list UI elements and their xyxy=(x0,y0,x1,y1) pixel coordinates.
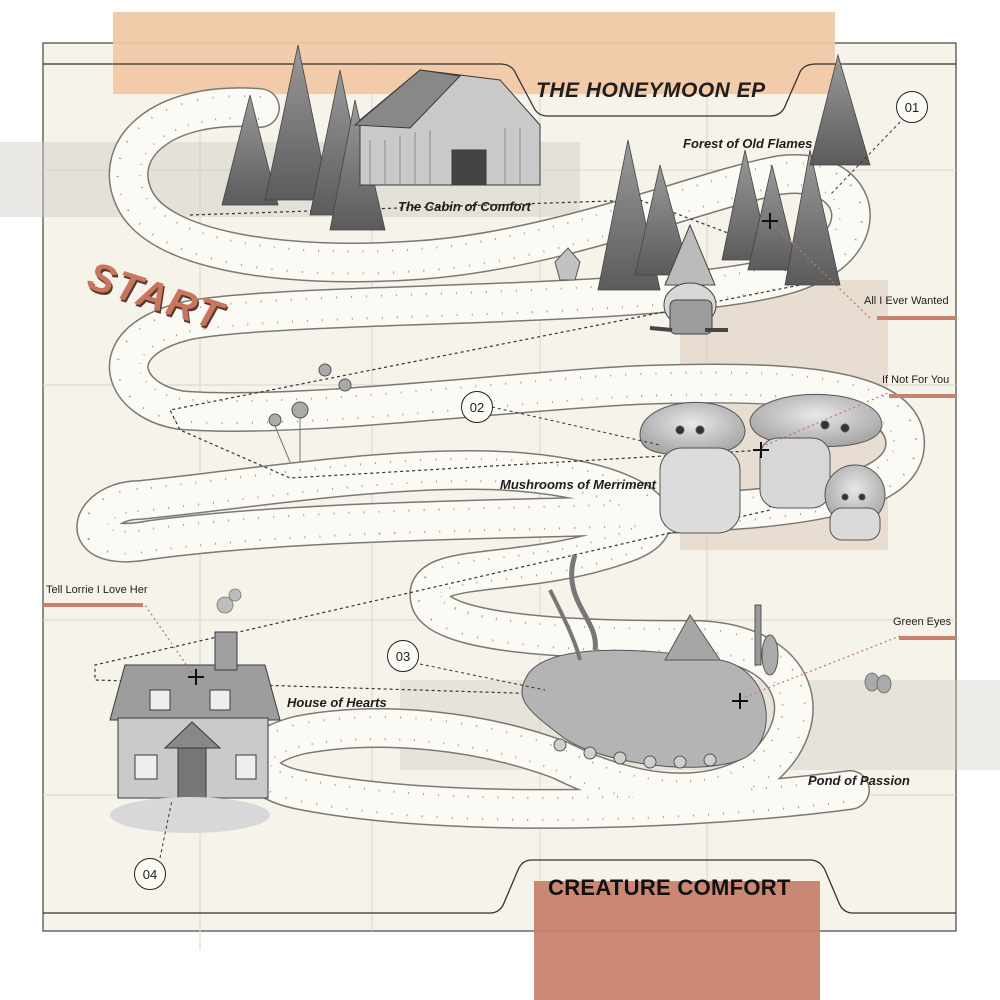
marker-04: 04 xyxy=(134,858,166,890)
location-forest: Forest of Old Flames xyxy=(683,136,813,151)
marker-01: 01 xyxy=(896,91,928,123)
smoke-illustration xyxy=(216,588,242,614)
bottom-tab xyxy=(43,859,956,914)
song-all-i-ever-wanted: All I Ever Wanted xyxy=(864,295,949,307)
artist-name: CREATURE COMFORT xyxy=(548,875,791,900)
flowers-illustration xyxy=(268,363,352,463)
location-house: House of Hearts xyxy=(287,695,387,710)
location-mushrooms: Mushrooms of Merriment xyxy=(500,477,657,492)
fox-illustration xyxy=(554,247,581,281)
number-leaders xyxy=(159,121,901,859)
title-tab xyxy=(43,63,956,117)
pond-illustration xyxy=(521,554,779,769)
gnome-illustration xyxy=(649,223,728,335)
location-pond: Pond of Passion xyxy=(808,773,910,788)
cabin-illustration xyxy=(353,69,541,186)
song-underlines xyxy=(43,316,956,640)
house-illustration xyxy=(109,631,281,833)
marker-03: 03 xyxy=(387,640,419,672)
pine-trees-right xyxy=(597,53,871,291)
page-title: THE HONEYMOON EP xyxy=(536,79,766,102)
marker-02: 02 xyxy=(461,391,493,423)
mushrooms-illustration xyxy=(639,393,886,541)
location-cabin: The Cabin of Comfort xyxy=(398,199,531,214)
song-green-eyes: Green Eyes xyxy=(893,616,952,628)
butterfly-icon xyxy=(864,672,892,694)
winding-road xyxy=(76,87,926,829)
song-leaders xyxy=(144,225,901,698)
pine-trees-left xyxy=(221,44,386,231)
artist-block xyxy=(534,881,820,1000)
cross-markers xyxy=(188,213,778,709)
song-tell-lorrie: Tell Lorrie I Love Her xyxy=(46,584,148,596)
song-if-not-for-you: If Not For You xyxy=(882,374,950,386)
